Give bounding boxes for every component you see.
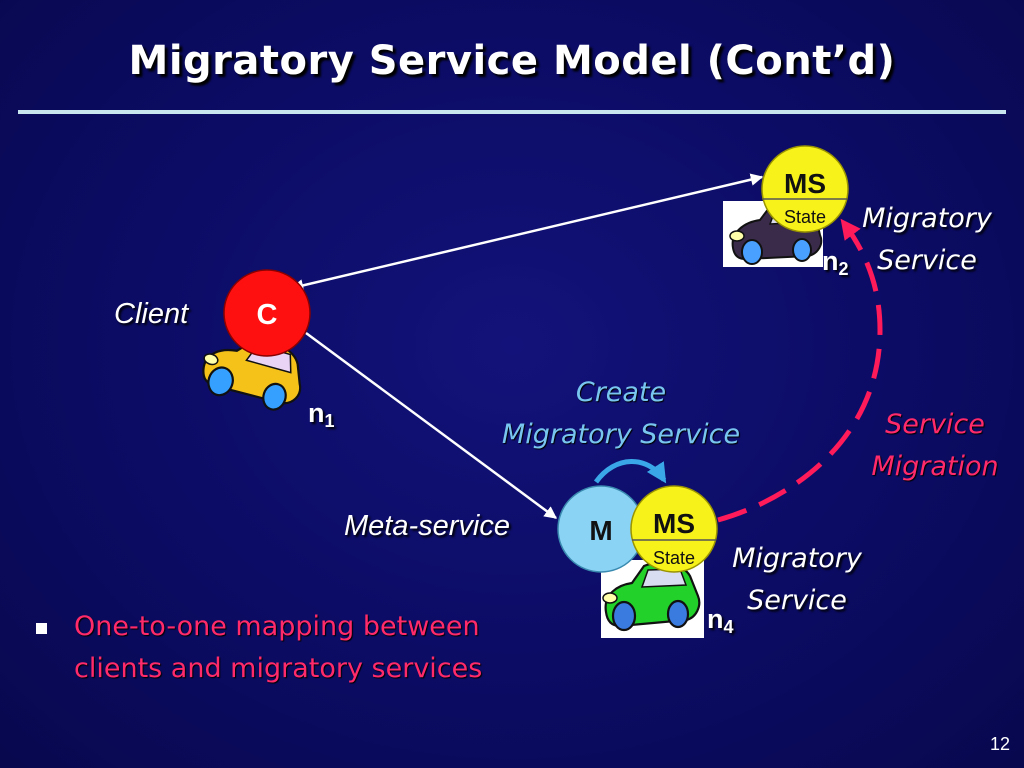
create-migratory-service-label: Create Migratory Service <box>501 377 741 450</box>
client-node-label: n1 <box>308 398 335 431</box>
top-ms-label: MS <box>784 168 826 199</box>
meta-service-circle-label: M <box>589 515 612 546</box>
bullet-text-line2: clients and migratory services <box>74 653 483 684</box>
top-service-label: Migratory Service <box>862 203 992 276</box>
top-ms-circle <box>761 145 849 233</box>
top-ms-state-label: State <box>784 207 826 227</box>
top-service-node-label: n2 <box>822 246 849 279</box>
page-number: 12 <box>989 734 1010 754</box>
client-label: Client <box>114 298 189 330</box>
bullet-text-line1: One-to-one mapping between <box>74 611 480 642</box>
service-migration-arrow <box>717 218 883 523</box>
meta-service-label: Meta-service <box>344 510 510 542</box>
bullet-item: One-to-one mapping between clients and m… <box>36 606 600 690</box>
client-circle <box>223 269 311 357</box>
bottom-ms-state-label: State <box>653 548 695 568</box>
bottom-service-label: Migratory Service <box>732 543 862 616</box>
bottom-car-icon <box>601 560 704 638</box>
client-circle-label: C <box>257 299 278 331</box>
bottom-ms-label: MS <box>653 508 695 539</box>
bullet-square-icon <box>36 623 47 634</box>
create-arrow <box>593 459 667 484</box>
client-service-link-arrow <box>290 173 764 292</box>
client-to-meta-arrow <box>305 331 558 520</box>
slide-title: Migratory Service Model (Cont’d) <box>128 38 896 84</box>
service-migration-label: Service Migration <box>871 409 999 482</box>
bottom-ms-circle <box>630 485 718 573</box>
title-divider <box>18 110 1006 114</box>
bottom-service-node-label: n4 <box>707 604 734 637</box>
